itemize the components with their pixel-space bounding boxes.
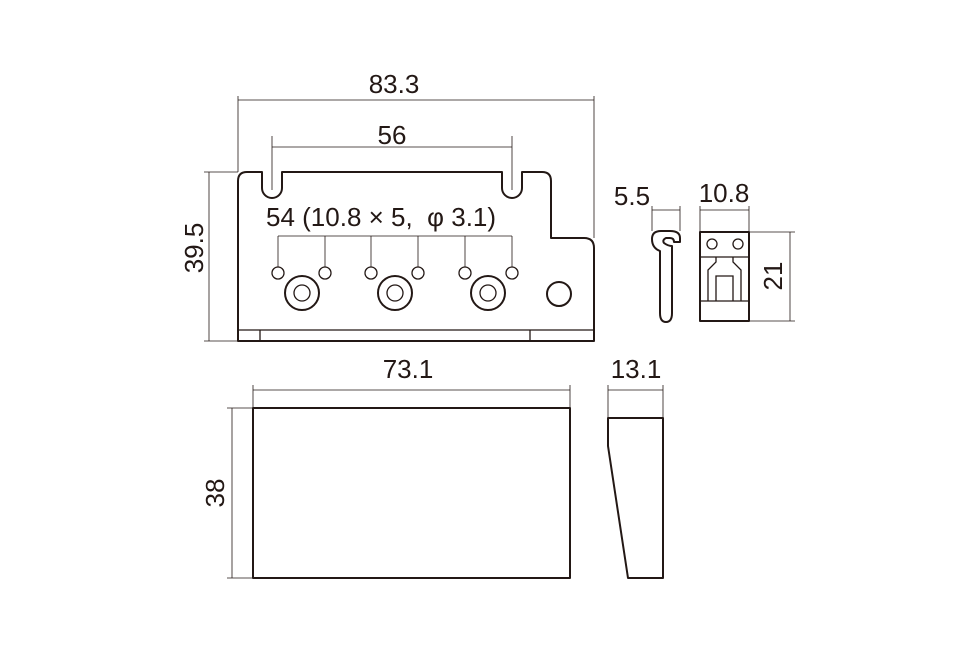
string-hole xyxy=(271,266,285,280)
clip-side-view: 5.5 xyxy=(614,181,681,323)
dim-label-cover-depth: 13.1 xyxy=(611,354,662,384)
block-outline xyxy=(699,231,750,322)
string-hole xyxy=(318,266,332,280)
block-channel xyxy=(707,257,742,301)
dim-label-post-spacing: 56 xyxy=(378,120,407,150)
dim-label-cover-height: 38 xyxy=(200,479,230,508)
side-hole xyxy=(546,281,572,307)
dim-label-block-width: 10.8 xyxy=(699,178,750,208)
dim-base-height: 39.5 xyxy=(179,171,238,342)
bridge-base-plate xyxy=(237,171,595,342)
screw-hole-inner xyxy=(479,284,497,302)
cover-front-view: 73.1 38 xyxy=(200,354,571,579)
string-hole xyxy=(458,266,472,280)
cover-side-view: 13.1 xyxy=(607,354,664,579)
dim-label-clip-depth: 5.5 xyxy=(614,181,650,211)
dim-post-spacing: 56 xyxy=(271,120,513,190)
dim-label-base-height: 39.5 xyxy=(179,223,209,274)
dim-hole-spacing: 54 (10.8 × 5, φ 3.1) xyxy=(266,202,513,267)
screw-hole-outer xyxy=(470,275,506,311)
cover-side-outline xyxy=(607,417,664,579)
dim-label-cover-width: 73.1 xyxy=(383,354,434,384)
clip-outline xyxy=(651,230,681,323)
cover-outline xyxy=(252,407,571,579)
block-hole-right xyxy=(732,238,744,250)
string-hole xyxy=(505,266,519,280)
dim-label-block-height: 21 xyxy=(758,262,788,291)
screw-hole-outer xyxy=(284,275,320,311)
base-outline xyxy=(237,171,595,342)
block-hole-left xyxy=(706,238,718,250)
screw-hole-outer xyxy=(377,275,413,311)
screw-hole-inner xyxy=(386,284,404,302)
dim-overall-width: 83.3 xyxy=(237,69,595,238)
saddle-block: 10.8 21 xyxy=(699,178,795,322)
screw-hole-inner xyxy=(293,284,311,302)
string-hole xyxy=(411,266,425,280)
dim-label-overall-width: 83.3 xyxy=(369,69,420,99)
dim-label-hole-spacing: 54 (10.8 × 5, φ 3.1) xyxy=(266,202,496,232)
string-hole xyxy=(364,266,378,280)
